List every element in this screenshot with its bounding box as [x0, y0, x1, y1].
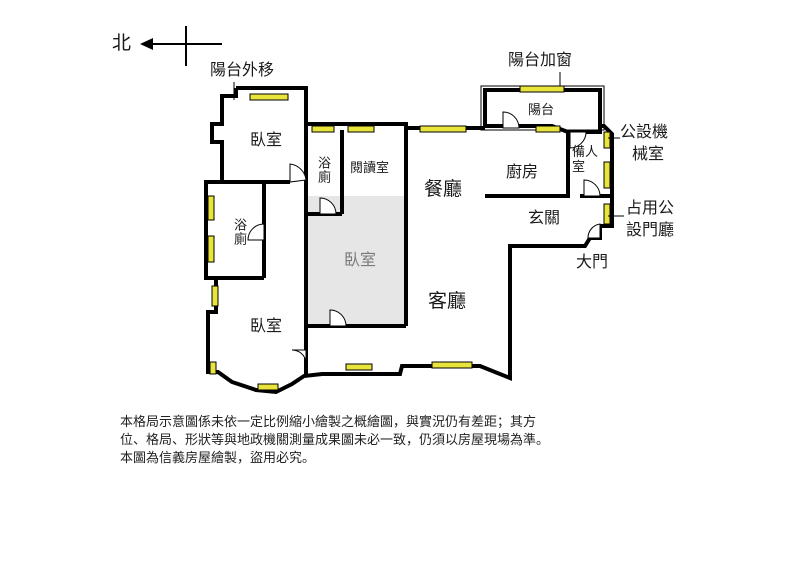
label-balcony-window: 陽台加窗 [508, 50, 573, 69]
interior-walls [206, 124, 612, 374]
callout-lines [233, 72, 624, 217]
label-reading-room: 閱讀室 [350, 161, 390, 176]
label-occupy-2: 設門廳 [626, 220, 675, 239]
compass-label: 北 [112, 32, 132, 54]
center-bedroom-shade [306, 196, 404, 324]
label-foyer: 玄關 [528, 208, 561, 227]
label-utility: 備人室 [572, 145, 599, 175]
label-dining: 餐廳 [424, 178, 463, 200]
label-living: 客廳 [428, 290, 467, 312]
label-occupy-1: 占用公 [626, 198, 675, 217]
disclaimer-line-2: 位、格局、形狀等與地政機關測量成果圖未必一致，仍須以房屋現場為準。 [120, 433, 550, 448]
label-balcony-outward: 陽台外移 [210, 60, 275, 79]
label-bedroom-center: 臥室 [344, 250, 377, 269]
label-bedroom-top: 臥室 [250, 130, 283, 149]
label-bath-left: 浴廁 [231, 218, 246, 246]
disclaimer-line-3: 本圖為信義房屋繪製，盜用必究。 [120, 451, 316, 466]
door-arcs [247, 111, 601, 363]
north-arrow-icon [140, 26, 222, 66]
disclaimer-line-1: 本格局示意圖係未依一定比例縮小繪製之概繪圖，與實況仍有差距；其方 [120, 415, 537, 430]
windows [207, 85, 611, 391]
label-balcony: 陽台 [528, 103, 555, 118]
label-public-mech-2: 械室 [632, 144, 665, 163]
label-public-mech-1: 公設機 [620, 122, 669, 141]
label-main-door: 大門 [576, 252, 609, 271]
disclaimer-note: 本格局示意圖係未依一定比例縮小繪製之概繪圖，與實況仍有差距；其方 位、格局、形狀… [120, 414, 720, 468]
label-kitchen: 廚房 [506, 162, 539, 181]
outer-walls [204, 86, 614, 395]
label-bath-top: 浴廁 [315, 156, 330, 184]
label-bedroom-bottom: 臥室 [250, 316, 283, 335]
